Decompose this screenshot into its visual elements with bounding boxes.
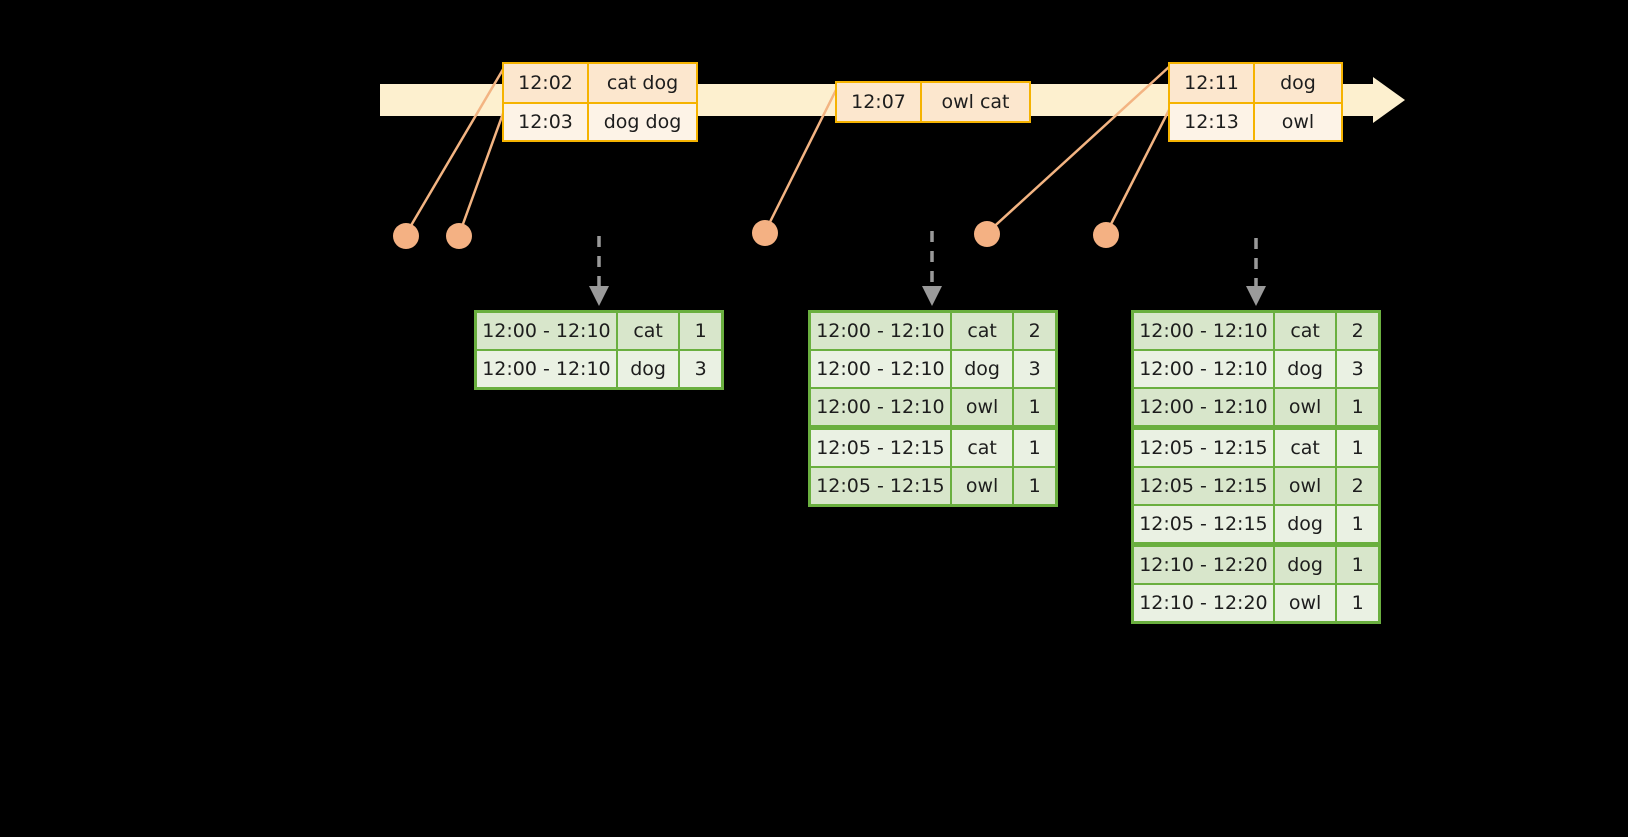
table-cell-window: 12:00 - 12:10 [1134, 313, 1273, 349]
table-cell-word: dog [1274, 351, 1336, 387]
table-cell-word: cat [617, 313, 679, 349]
table-cell-window: 12:10 - 12:20 [1134, 585, 1273, 621]
event-time: 12:13 [1170, 104, 1255, 140]
event-words: dog [1255, 64, 1341, 102]
table-cell-count: 3 [1014, 351, 1055, 387]
event-time: 12:11 [1170, 64, 1255, 102]
table-cell-window: 12:00 - 12:10 [477, 313, 616, 349]
table-cell-count: 1 [680, 313, 721, 349]
table-cell-count: 2 [1337, 468, 1378, 504]
event-time: 12:02 [504, 64, 589, 102]
table-cell-window: 12:05 - 12:15 [811, 430, 950, 466]
table-cell-count: 1 [1337, 585, 1378, 621]
table-cell-window: 12:05 - 12:15 [1134, 506, 1273, 542]
leader-line-2 [457, 107, 507, 236]
table-cell-window: 12:05 - 12:15 [1134, 468, 1273, 504]
table-cell-count: 3 [1337, 351, 1378, 387]
table-cell-word: cat [1274, 313, 1336, 349]
leader-dot-4 [974, 221, 1000, 247]
event-row[interactable]: 12:03 dog dog [504, 102, 696, 140]
table-cell-word: owl [951, 389, 1013, 425]
table-cell-window: 12:00 - 12:10 [811, 313, 950, 349]
table-cell-count: 1 [1337, 389, 1378, 425]
table-cell-window: 12:00 - 12:10 [811, 351, 950, 387]
event-row[interactable]: 12:13 owl [1170, 102, 1341, 140]
dashed-arrow-2-head [922, 286, 942, 306]
event-box-2[interactable]: 12:07 owl cat [835, 81, 1031, 123]
event-words: owl cat [922, 83, 1029, 121]
table-cell-count: 1 [1014, 468, 1055, 504]
table-cell-window: 12:05 - 12:15 [1134, 430, 1273, 466]
leader-dot-2 [446, 223, 472, 249]
table-cell-word: dog [1274, 506, 1336, 542]
table-cell-count: 2 [1014, 313, 1055, 349]
table-cell-word: dog [617, 351, 679, 387]
leader-line-5 [1104, 107, 1172, 235]
event-row[interactable]: 12:11 dog [1170, 64, 1341, 102]
timeline-arrowhead-icon [1373, 77, 1405, 123]
event-row[interactable]: 12:02 cat dog [504, 64, 696, 102]
table-cell-word: owl [1274, 389, 1336, 425]
leader-dot-1 [393, 223, 419, 249]
table-cell-window: 12:00 - 12:10 [477, 351, 616, 387]
table-cell-word: owl [951, 468, 1013, 504]
event-box-1[interactable]: 12:02 cat dog 12:03 dog dog [502, 62, 698, 142]
table-cell-window: 12:00 - 12:10 [811, 389, 950, 425]
event-row[interactable]: 12:07 owl cat [837, 83, 1029, 121]
table-cell-word: cat [1274, 430, 1336, 466]
table-cell-count: 1 [1014, 389, 1055, 425]
table-cell-word: owl [1274, 468, 1336, 504]
table-cell-word: cat [951, 430, 1013, 466]
table-cell-window: 12:00 - 12:10 [1134, 351, 1273, 387]
table-cell-word: owl [1274, 585, 1336, 621]
event-words: dog dog [589, 104, 696, 140]
event-time: 12:03 [504, 104, 589, 140]
table-cell-count: 1 [1014, 430, 1055, 466]
dashed-arrow-1-head [589, 286, 609, 306]
table-cell-window: 12:05 - 12:15 [811, 468, 950, 504]
table-cell-window: 12:00 - 12:10 [1134, 389, 1273, 425]
table-cell-word: cat [951, 313, 1013, 349]
table-cell-word: dog [1274, 547, 1336, 583]
table-cell-count: 1 [1337, 547, 1378, 583]
event-words: cat dog [589, 64, 696, 102]
dashed-arrow-3-head [1246, 286, 1266, 306]
table-cell-count: 1 [1337, 506, 1378, 542]
event-time: 12:07 [837, 83, 922, 121]
table-cell-count: 2 [1337, 313, 1378, 349]
table-cell-count: 3 [680, 351, 721, 387]
leader-dot-5 [1093, 222, 1119, 248]
leader-dot-3 [752, 220, 778, 246]
event-box-3[interactable]: 12:11 dog 12:13 owl [1168, 62, 1343, 142]
event-words: owl [1255, 104, 1341, 140]
table-cell-word: dog [951, 351, 1013, 387]
table-cell-count: 1 [1337, 430, 1378, 466]
table-cell-window: 12:10 - 12:20 [1134, 547, 1273, 583]
